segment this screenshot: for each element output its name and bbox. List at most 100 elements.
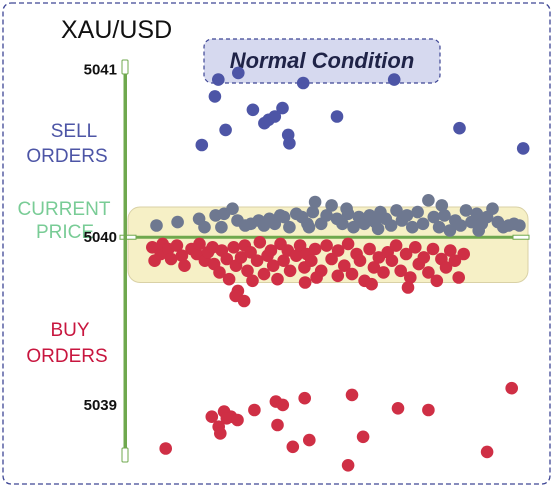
buy-order-point: [271, 272, 284, 286]
buy-order-point: [298, 276, 312, 289]
buy-order-point: [439, 261, 453, 274]
condition-badge-label: Normal Condition: [230, 48, 415, 73]
buy-order-point: [213, 266, 226, 279]
buy-order-point: [290, 249, 303, 262]
buy-order-point: [257, 267, 271, 281]
buy-order-point: [341, 237, 355, 251]
buy-order-point: [310, 271, 323, 284]
sell-order-point: [195, 138, 209, 152]
buy-order-point: [409, 241, 422, 254]
current-order-point: [513, 219, 526, 232]
current-order-point: [411, 205, 424, 219]
buy-order-point: [341, 459, 355, 472]
buy-order-point: [417, 251, 431, 264]
buy-order-point: [353, 254, 367, 267]
current-price-label-line1: CURRENT: [18, 199, 111, 220]
buy-order-point: [178, 259, 191, 273]
buy-order-point: [266, 259, 280, 273]
y-tick-labels: 5041 5040 5039: [84, 62, 117, 414]
buy-orders-label-line1: BUY: [50, 320, 89, 341]
current-order-point: [347, 220, 360, 234]
current-order-point: [416, 217, 430, 231]
buy-order-point: [338, 259, 351, 273]
current-order-point: [427, 210, 441, 224]
current-order-point: [171, 215, 184, 229]
buy-order-point: [248, 403, 261, 417]
current-order-point: [336, 217, 349, 231]
buy-order-point: [391, 402, 405, 415]
buy-order-point: [250, 254, 264, 267]
buy-order-point: [422, 266, 435, 279]
sell-order-point: [276, 101, 289, 115]
buy-order-point: [159, 442, 172, 455]
buy-order-point: [367, 261, 381, 274]
sell-order-point: [330, 110, 344, 123]
buy-order-point: [234, 251, 248, 264]
current-order-point: [277, 210, 291, 224]
buy-order-point: [356, 430, 370, 444]
current-order-point: [438, 209, 451, 222]
buy-order-point: [246, 274, 259, 288]
buy-order-point: [193, 237, 206, 251]
current-order-point: [454, 219, 467, 232]
buy-order-point: [377, 266, 390, 279]
buy-order-point: [448, 254, 462, 267]
buy-order-point: [365, 277, 378, 291]
sell-order-point: [387, 73, 401, 86]
current-order-point: [406, 220, 419, 234]
current-order-point: [150, 219, 163, 232]
sell-order-point: [246, 103, 260, 117]
buy-order-point: [237, 294, 251, 308]
buy-order-point: [345, 388, 359, 402]
current-order-point: [422, 194, 435, 207]
current-order-point: [371, 222, 385, 236]
sell-order-point: [232, 66, 245, 80]
buy-order-point: [264, 244, 278, 257]
buy-order-point: [231, 413, 244, 427]
buy-order-point: [480, 445, 494, 459]
current-order-point: [198, 220, 211, 234]
current-order-point: [302, 220, 316, 234]
buy-order-point: [308, 242, 322, 256]
buy-order-point: [422, 403, 435, 417]
buy-order-point: [331, 269, 345, 283]
y-tick-label-5041: 5041: [84, 62, 117, 79]
buy-order-point: [253, 236, 267, 249]
y-tick-label-5040: 5040: [84, 229, 117, 246]
buy-order-point: [220, 252, 234, 266]
current-order-point: [283, 220, 296, 234]
buy-order-point: [363, 242, 376, 256]
y-tick-label-5039: 5039: [84, 397, 117, 414]
current-order-point: [325, 199, 338, 212]
buy-order-point: [401, 281, 415, 294]
price-axis-top-cap: [121, 59, 129, 75]
buy-order-point: [214, 427, 227, 440]
buy-order-point: [505, 381, 518, 395]
sell-order-point: [296, 76, 310, 90]
sell-order-point: [453, 121, 466, 135]
buy-orders-label-line2: ORDERS: [26, 346, 107, 367]
current-order-point: [470, 207, 484, 221]
buy-order-point: [320, 239, 333, 252]
price-line-end-cap: [512, 234, 530, 240]
chart-title: XAU/USD: [61, 16, 172, 44]
buy-order-point: [283, 264, 297, 278]
sell-order-point: [258, 116, 271, 130]
buy-order-point: [146, 241, 159, 254]
buy-order-point: [205, 410, 219, 424]
current-order-point: [486, 202, 499, 215]
buy-order-point: [170, 239, 184, 252]
price-axis: [123, 64, 127, 462]
current-order-point: [215, 220, 228, 234]
buy-order-point: [286, 440, 300, 454]
buy-order-point: [241, 264, 254, 278]
buy-order-point: [444, 244, 457, 257]
buy-order-point: [404, 271, 417, 284]
current-price-label-line2: PRICE: [36, 222, 94, 243]
current-order-point: [226, 202, 239, 215]
current-order-point: [308, 195, 322, 209]
sell-order-point: [208, 90, 222, 103]
buy-order-point: [399, 247, 413, 261]
